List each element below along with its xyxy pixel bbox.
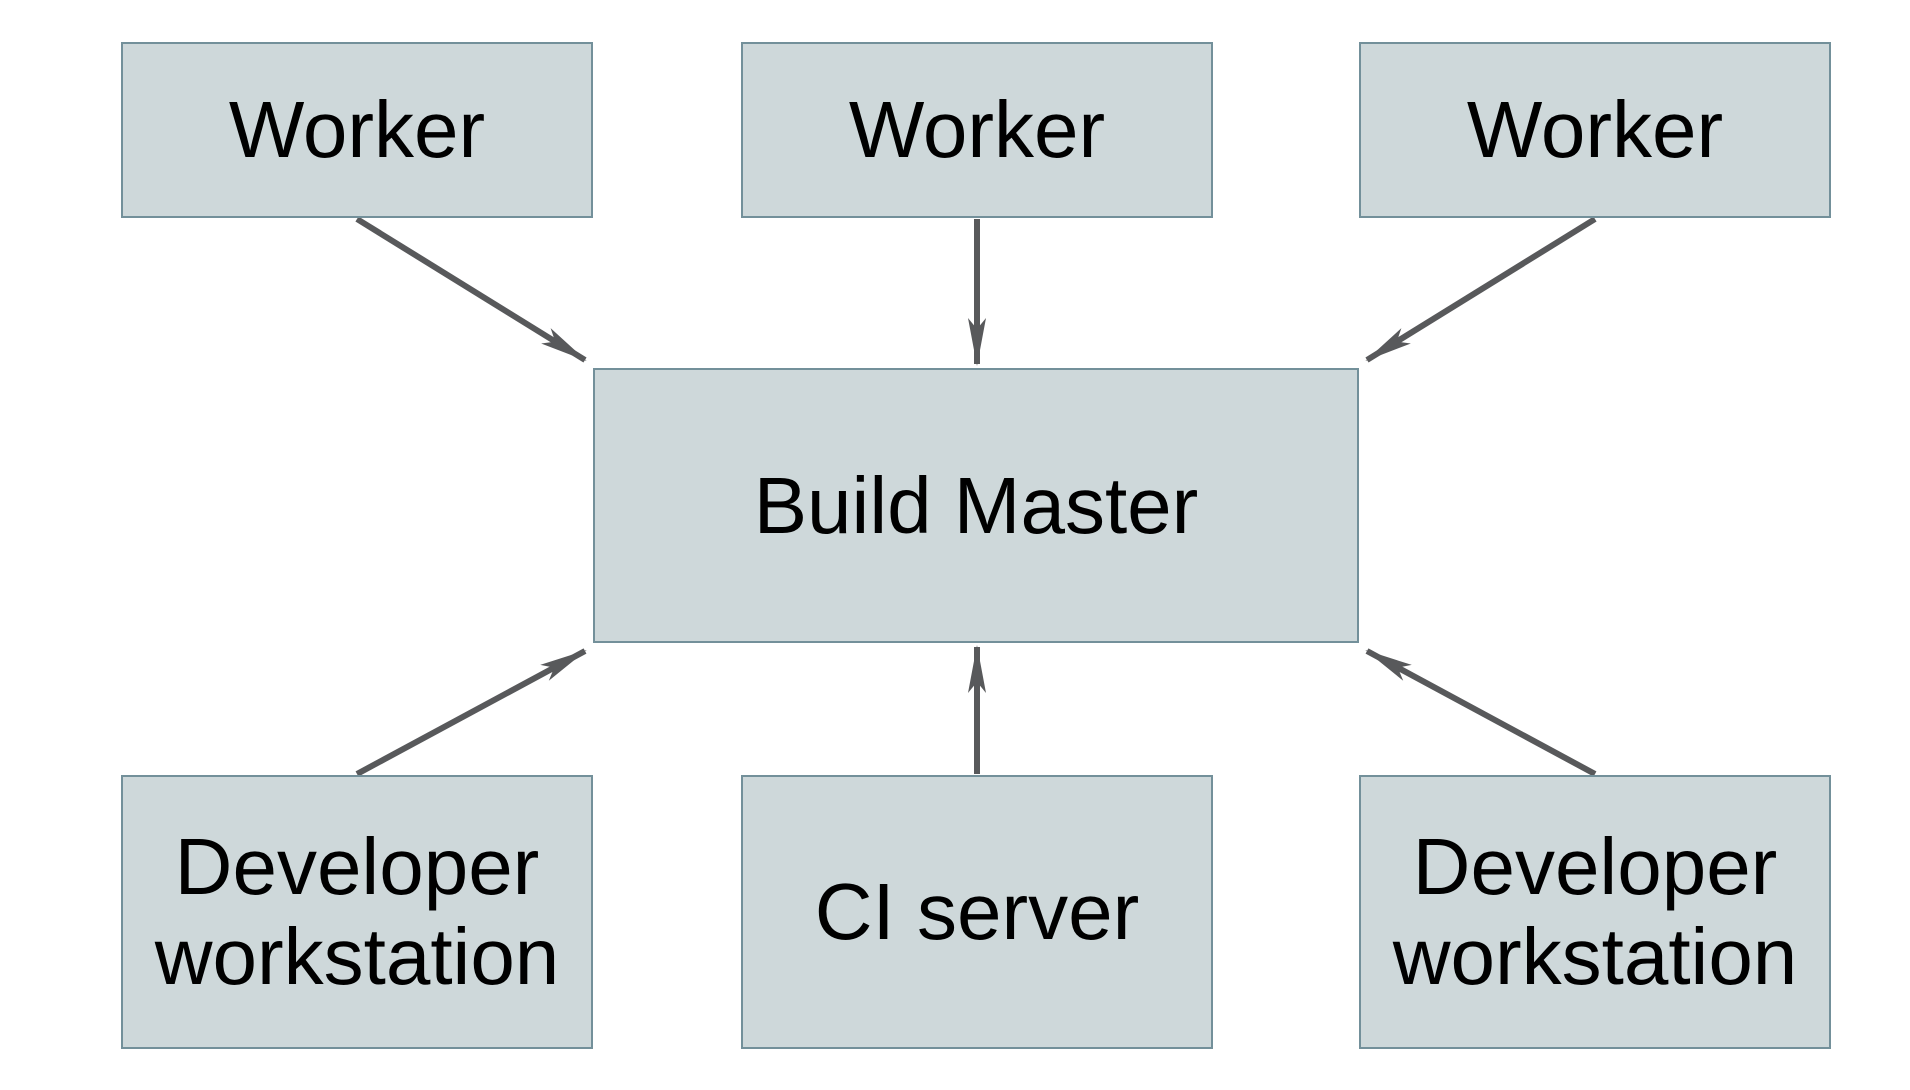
- node-developer-workstation-left: Developer workstation: [121, 775, 593, 1049]
- node-ci-server: CI server: [741, 775, 1213, 1049]
- arrow-devworkstation-left-to-buildmaster: [355, 648, 587, 777]
- arrow-worker1-to-buildmaster: [355, 216, 587, 363]
- arrow-worker3-to-buildmaster: [1365, 216, 1597, 363]
- node-build-master: Build Master: [593, 368, 1359, 643]
- node-developer-workstation-right: Developer workstation: [1359, 775, 1831, 1049]
- node-worker-1-label: Worker: [228, 85, 486, 175]
- node-worker-2: Worker: [741, 42, 1213, 218]
- node-worker-2-label: Worker: [848, 85, 1106, 175]
- node-worker-3-label: Worker: [1466, 85, 1724, 175]
- node-worker-1: Worker: [121, 42, 593, 218]
- node-build-master-label: Build Master: [753, 460, 1199, 550]
- node-ci-server-label: CI server: [814, 867, 1140, 957]
- node-developer-workstation-left-label: Developer workstation: [154, 822, 560, 1001]
- node-worker-3: Worker: [1359, 42, 1831, 218]
- node-developer-workstation-right-label: Developer workstation: [1392, 822, 1798, 1001]
- arrow-devworkstation-right-to-buildmaster: [1365, 648, 1597, 777]
